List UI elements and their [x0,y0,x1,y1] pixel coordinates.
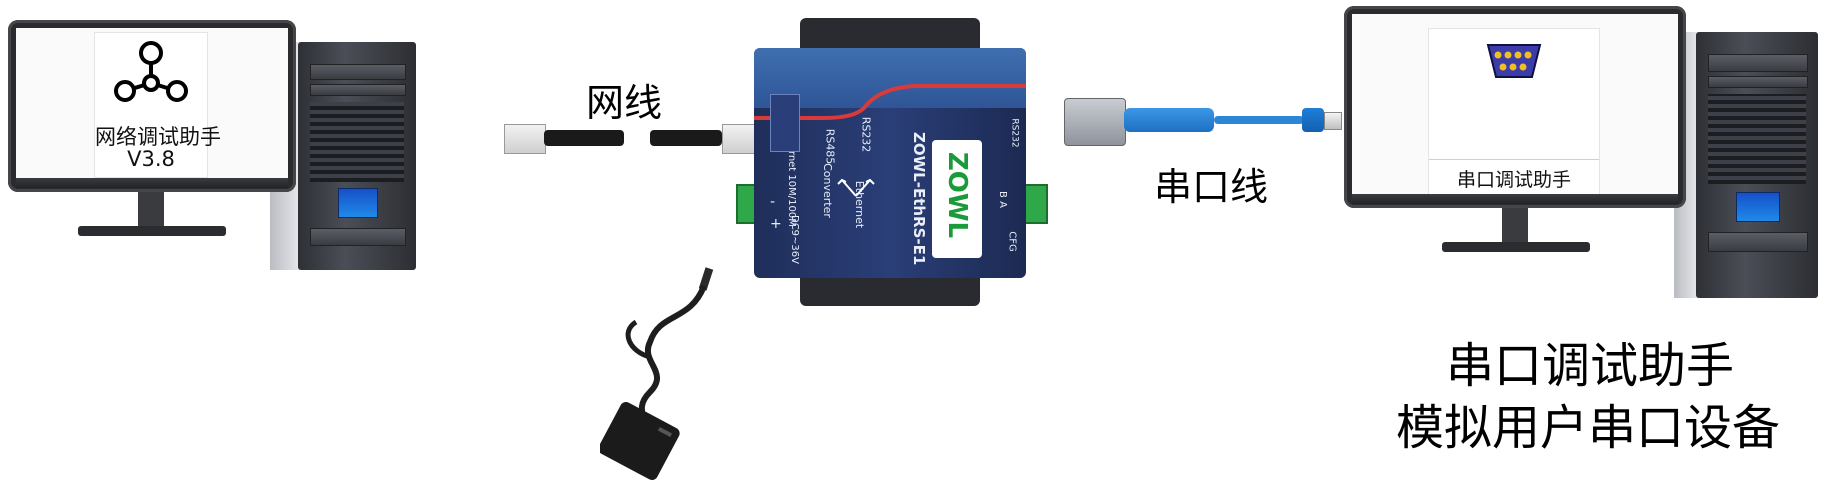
power-adapter [600,267,714,480]
left-tower [298,42,416,270]
usb-plug [1302,108,1324,132]
zowl-brand-cn: 智嵌物联 [931,167,950,232]
converter-device: ZOWL 智嵌物联 ZOWL-EthRS-E1 RS232 RS485 Conv… [736,18,1048,308]
caption-line1: 串口调试助手 [1446,338,1735,394]
device-red-stripe [754,84,1026,120]
right-pc: 串口调试助手 [1344,6,1824,306]
zowl-logo: ZOWL [932,140,982,258]
right-tower [1696,32,1818,298]
device-body: ZOWL 智嵌物联 ZOWL-EthRS-E1 RS232 RS485 Conv… [754,48,1026,278]
network-cable-left [504,120,624,156]
converter-arrows-icon [837,178,875,197]
serial-port-icon [1486,44,1542,78]
serial-cable-label: 串口线 [1154,165,1269,209]
serial-assistant-window: 串口调试助手 [1428,28,1600,196]
network-assistant-version: V3.8 [127,147,175,171]
left-monitor: 网络调试助手 V3.8 [8,20,296,192]
right-monitor-stand [1502,208,1528,244]
device-label-ba: B A [996,191,1008,208]
device-label-power: DC9~36V [789,215,800,264]
network-assistant-title: 网络调试助手 [95,125,221,149]
caption-line2: 模拟用户串口设备 [1396,400,1781,456]
network-nodes-icon [114,41,188,102]
device-label-rs485: RS485 [823,128,837,165]
device-label-rs232-top: RS232 [1009,118,1020,148]
right-monitor-base [1442,242,1590,252]
device-label-plus: + [770,216,782,232]
device-label-cfg: CFG [1006,231,1018,252]
network-cable-label: 网线 [586,81,663,125]
right-monitor: 串口调试助手 [1344,6,1686,208]
left-monitor-base [78,226,226,236]
network-assistant-window: 网络调试助手 V3.8 [94,32,221,178]
device-label-minus: - [770,194,776,210]
device-model: ZOWL-EthRS-E1 [910,132,928,266]
right-tower-lcd [1736,192,1780,222]
device-led-panel [770,94,800,152]
serial-cable [1040,92,1342,152]
device-label-converter: Converter [820,163,834,218]
left-pc: 网络调试助手 V3.8 [8,20,428,270]
left-tower-lcd [338,188,378,218]
device-label-rs232: RS232 [859,116,873,153]
left-monitor-stand [138,192,164,228]
db9-connector [1064,98,1126,146]
serial-assistant-title: 串口调试助手 [1456,169,1571,191]
